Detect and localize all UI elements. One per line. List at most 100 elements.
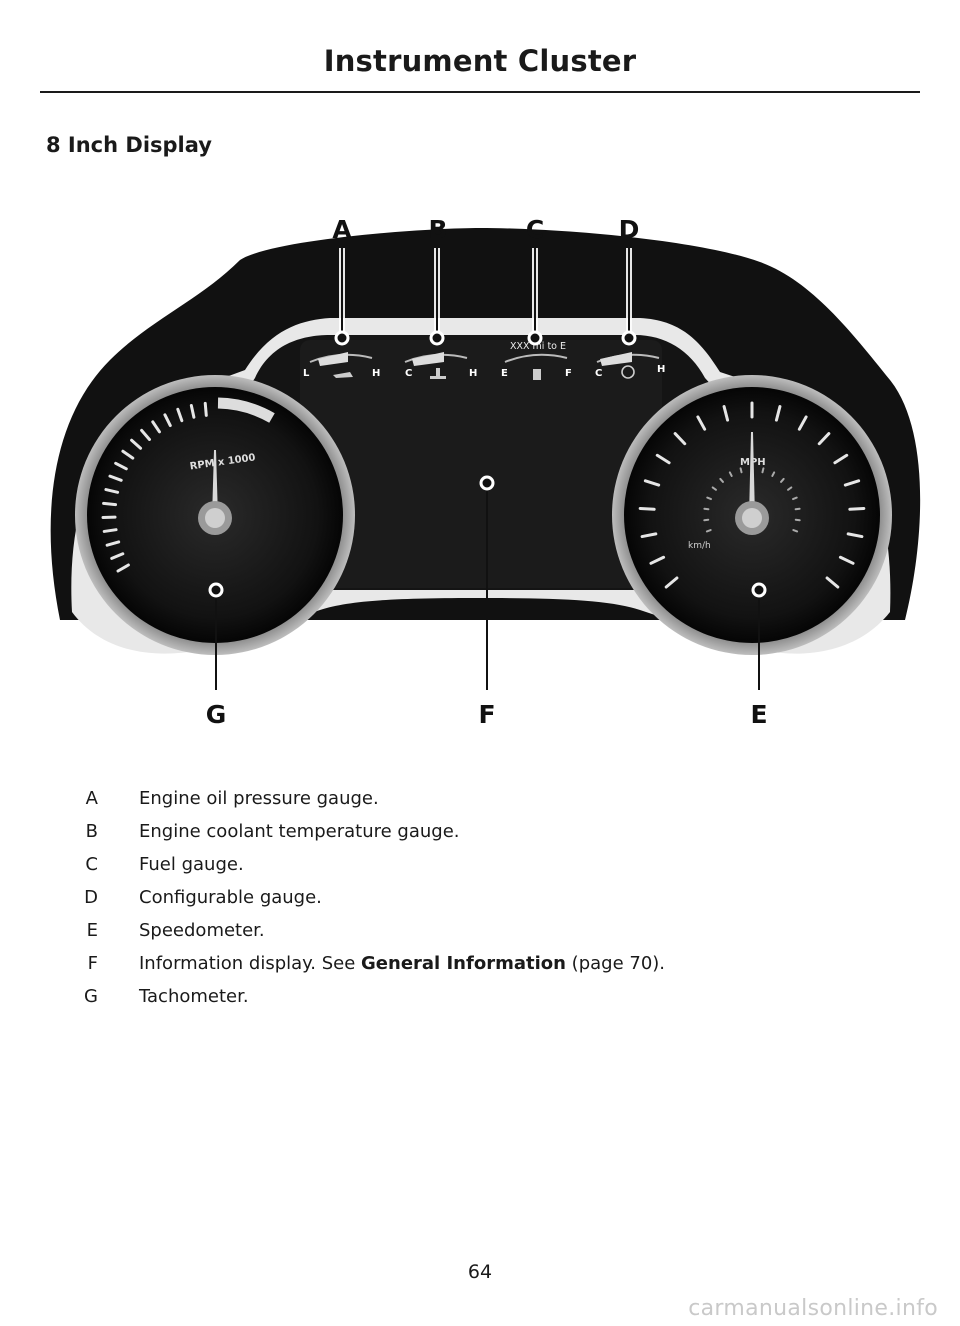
cross-reference-link[interactable]: General Information xyxy=(361,953,566,974)
speedometer: MPH km/h xyxy=(612,375,892,655)
dial-tick xyxy=(719,477,724,483)
legend-item: D Configurable gauge. xyxy=(0,887,960,917)
dial-tick xyxy=(673,432,687,446)
tachometer: RPM x 1000 xyxy=(75,375,355,655)
fuel-gauge: XXX mi to E E F xyxy=(501,341,572,380)
coolant-high-label: H xyxy=(469,368,477,379)
legend-text: Fuel gauge. xyxy=(139,854,244,875)
legend-key: E xyxy=(86,920,98,941)
configurable-icon xyxy=(621,365,635,379)
dial-tick xyxy=(728,471,733,477)
dial-tick xyxy=(203,401,208,417)
information-display xyxy=(300,340,662,588)
callout-e: E xyxy=(750,700,767,729)
dial-tick xyxy=(102,528,118,533)
legend-key: A xyxy=(85,788,98,809)
dial-tick xyxy=(151,420,161,434)
legend-key: C xyxy=(85,854,98,875)
fuel-pump-icon xyxy=(533,369,541,380)
coolant-low-label: C xyxy=(405,368,412,379)
dial-tick xyxy=(780,477,785,483)
oil-pressure-gauge: L H xyxy=(303,352,380,379)
dial-tick xyxy=(771,471,776,477)
dial-tick xyxy=(711,486,717,491)
legend-key: G xyxy=(84,986,98,1007)
tachometer-ticks xyxy=(101,401,208,573)
dial-tick xyxy=(797,415,808,431)
coolant-temperature-gauge: C H xyxy=(404,352,477,379)
dial-tick xyxy=(105,540,121,547)
dial-tick xyxy=(649,555,666,565)
section-heading: 8 Inch Display xyxy=(46,133,212,157)
legend-item: F Information display. See General Infor… xyxy=(0,953,960,983)
dial-tick xyxy=(696,415,707,431)
dial-tick xyxy=(102,501,118,507)
dial-tick xyxy=(640,532,658,539)
legend-text: Information display. See General Informa… xyxy=(139,953,665,974)
page-title: Instrument Cluster xyxy=(323,44,637,78)
fuel-range-text: XXX mi to E xyxy=(510,341,566,352)
dial-tick xyxy=(655,453,671,465)
legend-text: Engine oil pressure gauge. xyxy=(139,788,379,809)
dial-tick xyxy=(121,449,135,460)
dial-tick xyxy=(817,432,831,446)
tachometer-needle xyxy=(212,450,218,518)
dial-tick xyxy=(792,496,798,501)
dial-tick xyxy=(664,576,679,589)
legend-item: C Fuel gauge. xyxy=(0,854,960,884)
dial-tick xyxy=(176,407,184,423)
dial-tick xyxy=(739,467,743,474)
dial-tick xyxy=(114,461,128,471)
dial-tick xyxy=(189,404,196,419)
fuel-full-label: F xyxy=(565,368,572,379)
oil-can-icon xyxy=(333,372,353,378)
dial-tick xyxy=(705,529,712,533)
legend-text: Speedometer. xyxy=(139,920,265,941)
dial-tick xyxy=(130,438,143,450)
dial-tick xyxy=(843,479,861,487)
dial-tick xyxy=(706,496,712,501)
instrument-cluster-figure: L H C H XXX mi to E E F C H RPM x 1000 xyxy=(50,215,921,729)
legend-text-after: (page 70). xyxy=(571,953,666,974)
dial-tick xyxy=(104,488,120,494)
callout-b: B xyxy=(428,215,447,244)
legend-text-before: Information display. See xyxy=(139,953,356,974)
dial-tick xyxy=(774,405,782,422)
speedometer-ticks xyxy=(638,401,866,589)
configurable-gauge: C H xyxy=(595,352,665,379)
legend-item: G Tachometer. xyxy=(0,986,960,1016)
oil-high-label: H xyxy=(372,368,380,379)
legend-item: B Engine coolant temperature gauge. xyxy=(0,821,960,851)
legend-item: E Speedometer. xyxy=(0,920,960,950)
watermark: carmanualsonline.info xyxy=(688,1296,938,1321)
legend-item: A Engine oil pressure gauge. xyxy=(0,788,960,818)
legend-text: Engine coolant temperature gauge. xyxy=(139,821,460,842)
dial-tick xyxy=(116,563,130,573)
callout-g: G xyxy=(206,700,227,729)
dial-tick xyxy=(638,506,656,511)
legend-text: Tachometer. xyxy=(139,986,249,1007)
fuel-empty-label: E xyxy=(501,368,508,379)
callout-leaders xyxy=(215,248,760,690)
speedometer-needle xyxy=(749,432,755,518)
callout-c: C xyxy=(526,215,544,244)
thermometer-icon xyxy=(430,368,446,379)
dial-tick xyxy=(761,467,765,474)
legend-key: B xyxy=(85,821,98,842)
dial-tick xyxy=(833,453,849,465)
dial-tick xyxy=(792,529,799,533)
legend-key: D xyxy=(84,887,98,908)
legend-key: F xyxy=(87,953,98,974)
oil-low-label: L xyxy=(303,368,310,379)
title-divider xyxy=(40,91,920,93)
page-number: 64 xyxy=(467,1261,493,1283)
dial-tick xyxy=(163,413,172,428)
dial-tick xyxy=(794,507,801,511)
dial-tick xyxy=(848,506,866,511)
dial-tick xyxy=(703,507,710,511)
legend-text: Configurable gauge. xyxy=(139,887,322,908)
configurable-high-label: H xyxy=(657,364,665,375)
dial-tick xyxy=(140,428,151,441)
dial-tick xyxy=(722,405,730,422)
callout-a: A xyxy=(332,215,352,244)
